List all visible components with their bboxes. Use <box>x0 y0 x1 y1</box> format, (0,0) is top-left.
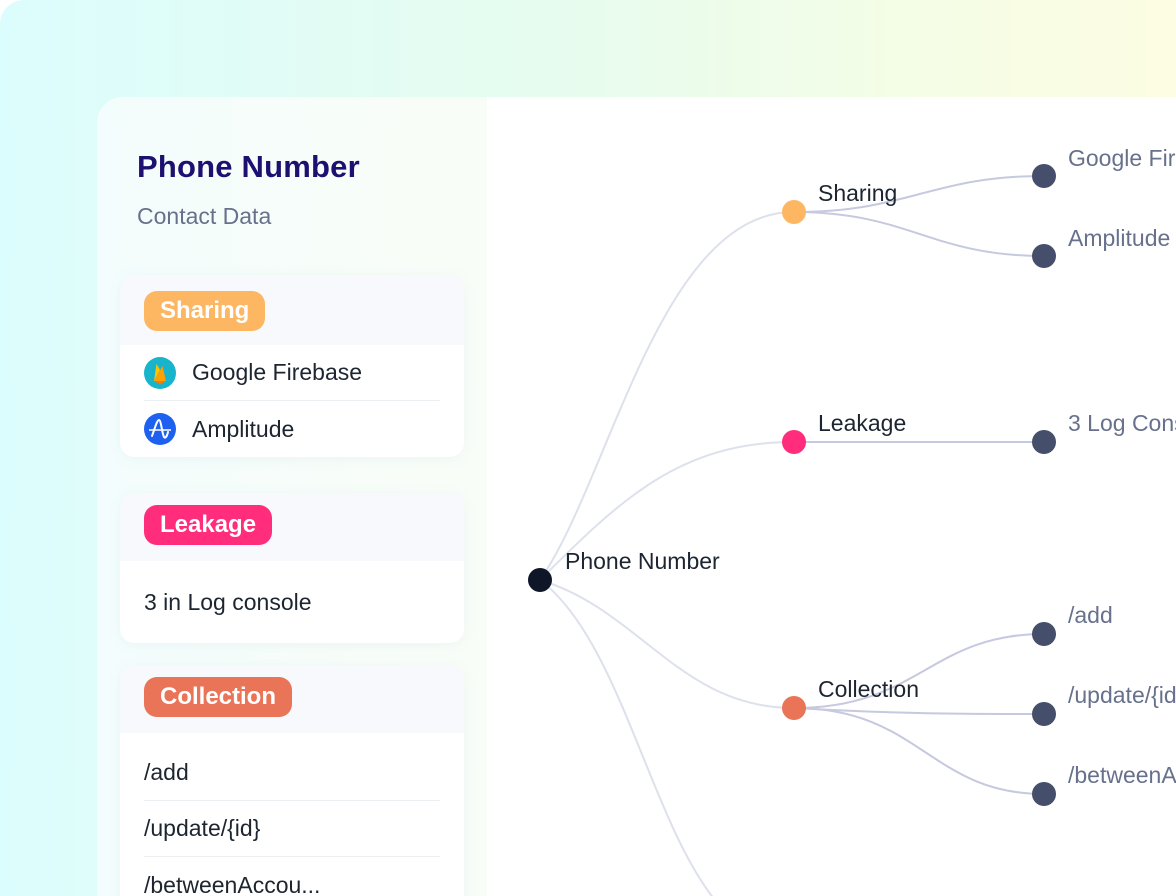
amplitude-icon <box>144 413 176 445</box>
leaf-node-firebase <box>1032 164 1056 188</box>
details-panel: Phone Number Contact Data Sharing <box>97 97 487 896</box>
group-body: /add /update/{id} /betweenAccou... <box>120 733 464 896</box>
edge-collection-between <box>793 707 1045 795</box>
group-collection: Collection /add /update/{id} /betweenAcc… <box>120 665 464 896</box>
list-item-label: /update/{id} <box>144 815 261 841</box>
list-item-log-console[interactable]: 3 in Log console <box>144 561 440 637</box>
list-item-add[interactable]: /add <box>144 745 440 801</box>
data-flow-card: Phone Number Contact Data Sharing <box>97 97 1176 896</box>
sharing-node-label[interactable]: Sharing <box>818 180 898 206</box>
leaf-label-log-console[interactable]: 3 Log Console <box>1068 410 1176 436</box>
leaf-node-update <box>1032 702 1056 726</box>
list-item-amplitude[interactable]: Amplitude <box>144 401 440 457</box>
group-body: 3 in Log console <box>120 561 464 637</box>
edge-collection-add <box>793 633 1045 709</box>
leakage-badge: Leakage <box>144 505 273 545</box>
collection-node <box>782 696 806 720</box>
leaf-label-between-accounts[interactable]: /betweenAccounts <box>1068 762 1176 788</box>
list-item-label: /add <box>144 759 189 785</box>
edge-root-offscreen <box>539 579 714 896</box>
firebase-icon <box>144 356 176 389</box>
group-sharing: Sharing Google Firebase <box>120 275 464 457</box>
leaf-label-add[interactable]: /add <box>1068 602 1113 628</box>
group-body: Google Firebase Amplitude <box>120 345 464 457</box>
list-item-between-accounts[interactable]: /betweenAccou... <box>144 857 440 896</box>
leaf-label-firebase[interactable]: Google Firebase <box>1068 145 1176 171</box>
leaf-node-add <box>1032 622 1056 646</box>
root-node-label[interactable]: Phone Number <box>565 548 720 574</box>
list-item-label: 3 in Log console <box>144 588 312 615</box>
collection-node-label[interactable]: Collection <box>818 676 919 702</box>
leakage-node-label[interactable]: Leakage <box>818 410 907 436</box>
panel-title: Phone Number <box>137 149 360 184</box>
leaf-node-between <box>1032 782 1056 806</box>
edge-sharing-amplitude <box>793 211 1045 257</box>
panel-subtitle: Contact Data <box>137 203 272 229</box>
leaf-label-amplitude[interactable]: Amplitude <box>1068 225 1171 251</box>
group-leakage: Leakage 3 in Log console <box>120 493 464 643</box>
group-header: Leakage <box>120 493 464 561</box>
edge-root-sharing <box>539 211 795 581</box>
edge-root-collection <box>539 579 795 709</box>
list-item-label: /betweenAccou... <box>144 871 321 896</box>
list-item-label: Google Firebase <box>192 359 363 385</box>
edge-sharing-firebase <box>793 175 1045 213</box>
list-item-label: Amplitude <box>192 415 295 442</box>
group-header: Sharing <box>120 275 464 345</box>
root-node <box>528 568 552 592</box>
leakage-node <box>782 430 806 454</box>
list-item-update-id[interactable]: /update/{id} <box>144 801 440 857</box>
leaf-node-amplitude <box>1032 244 1056 268</box>
group-header: Collection <box>120 665 464 733</box>
leaf-label-update[interactable]: /update/{id} <box>1068 682 1176 708</box>
collection-badge: Collection <box>144 677 293 717</box>
edge-root-leakage <box>539 441 795 581</box>
sharing-badge: Sharing <box>144 291 266 331</box>
sharing-node <box>782 200 806 224</box>
leaf-node-log <box>1032 430 1056 454</box>
list-item-google-firebase[interactable]: Google Firebase <box>144 345 440 401</box>
